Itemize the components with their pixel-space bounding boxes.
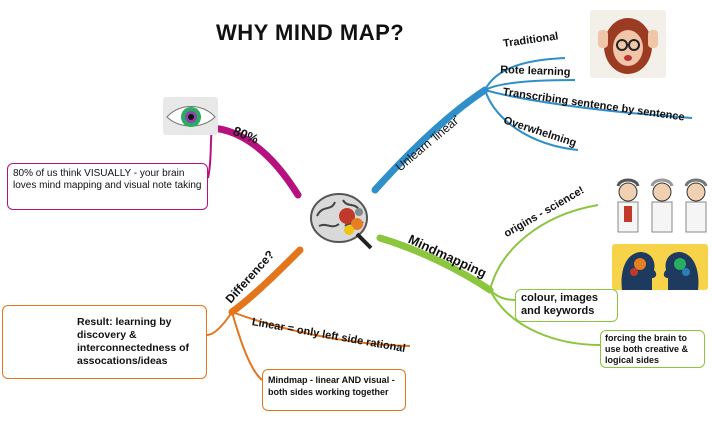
branch-difference-line	[228, 246, 304, 316]
unlearn-sub-1	[484, 57, 566, 91]
unlearn-item-rote-learning: Rote learning	[500, 64, 571, 79]
unlearn-sub-2	[484, 79, 576, 91]
mindmapping-sub-3	[489, 289, 601, 346]
mindmapping-forcing-text: forcing the brain to use both creative &…	[605, 333, 689, 365]
mindmapping-colour-text: colour, images and keywords	[521, 292, 599, 317]
mindmapping-sub-1	[489, 204, 599, 291]
unlearn-sub-4	[484, 89, 579, 151]
mindmapping-colour-box: colour, images and keywords	[515, 289, 618, 322]
difference-mindmap-text: Mindmap - linear AND visual - both sides…	[268, 375, 395, 397]
difference-result-box: Result: learning by discovery & intercon…	[2, 305, 207, 379]
percent-note-text: 80% of us think VISUALLY - your brain lo…	[13, 168, 202, 191]
percent-note-box: 80% of us think VISUALLY - your brain lo…	[7, 163, 208, 210]
page-title: WHY MIND MAP?	[216, 20, 405, 45]
branch-80-percent-line	[208, 124, 302, 199]
central-brain-image	[305, 186, 377, 254]
heads-gears-image	[612, 244, 708, 290]
branch-mindmapping-line	[376, 234, 494, 294]
difference-sub-linear	[231, 311, 411, 347]
difference-result-text: Result: learning by discovery & intercon…	[77, 316, 190, 367]
difference-mindmap-box: Mindmap - linear AND visual - both sides…	[262, 369, 406, 411]
mindmapping-forcing-box: forcing the brain to use both creative &…	[600, 330, 705, 368]
woman-photo-image	[590, 10, 666, 78]
branch-unlearn-line	[371, 86, 489, 194]
eye-image	[163, 97, 218, 135]
unlearn-sub-3	[484, 89, 693, 119]
difference-sub-mindmap	[231, 311, 263, 381]
difference-sub-result	[206, 311, 233, 336]
branch-80-percent-underline	[207, 127, 213, 179]
scientists-image	[610, 176, 712, 236]
